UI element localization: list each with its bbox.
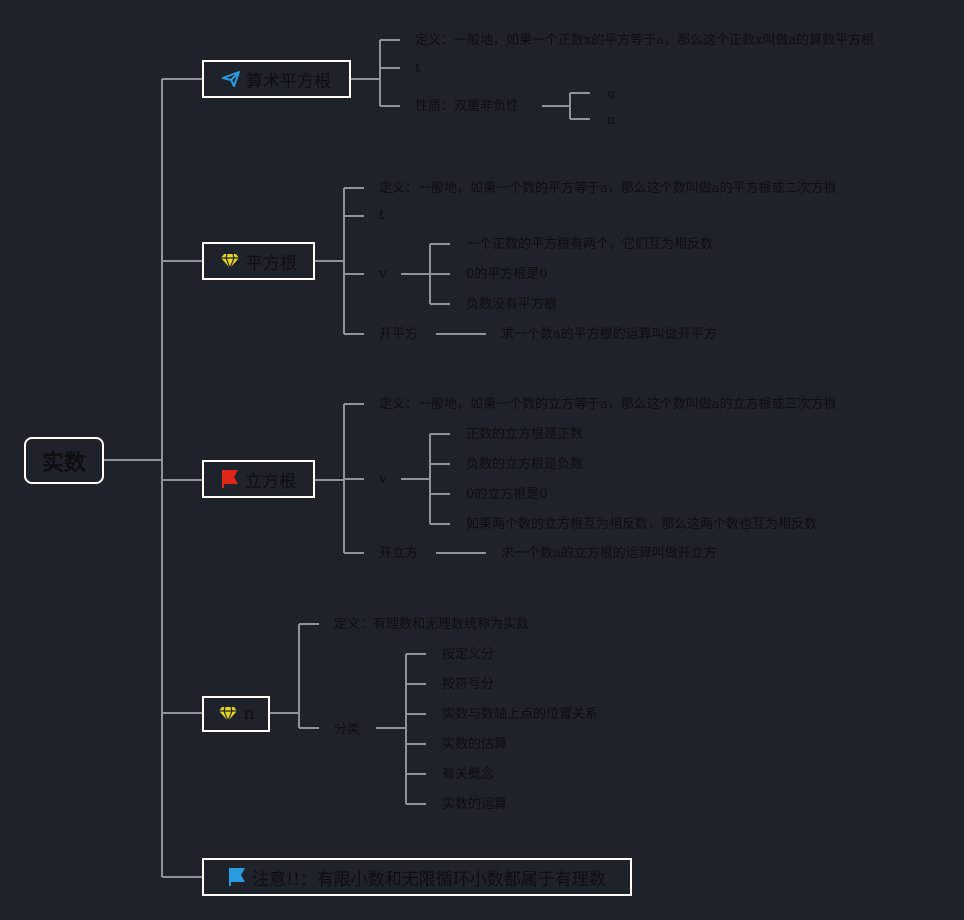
- leaf-text: 开平方: [379, 327, 419, 342]
- root-label: 实数: [41, 450, 86, 476]
- paper-plane-icon: [222, 71, 240, 87]
- leaf-text: 定义：一般地，如果一个数的立方等于a，那么这个数叫做a的立方根或三次方根: [379, 397, 837, 412]
- diamond-icon: [221, 253, 239, 269]
- node-label: 算术平方根: [246, 71, 331, 92]
- node-real-number-n[interactable]: n: [202, 696, 270, 732]
- leaf-text: 定义：有理数和无理数统称为实数: [334, 617, 530, 632]
- leaf-text: u: [607, 113, 616, 128]
- leaf-text: t: [415, 61, 421, 76]
- node-label: 平方根: [246, 253, 297, 274]
- leaf-text: 正数的立方根是正数: [466, 427, 584, 442]
- leaf-text: 实数与数轴上点的位置关系: [442, 707, 599, 722]
- node-square-root[interactable]: 平方根: [202, 242, 315, 280]
- leaf-text: 求一个数a的平方根的运算叫做开平方: [501, 327, 717, 342]
- leaf-text: 负数没有平方根: [466, 297, 558, 312]
- leaf-text: 0的立方根是0: [466, 487, 548, 502]
- node-label: n: [243, 704, 255, 724]
- leaf-text: 求一个数a的立方根的运算叫做开立方: [501, 546, 717, 561]
- node-label: 立方根: [245, 471, 296, 492]
- leaf-text: 定义：一般地，如果一个数的平方等于a，那么这个数叫做a的平方根或二次方根: [379, 181, 837, 196]
- leaf-text: 负数的立方根是负数: [466, 457, 584, 472]
- leaf-text: 性质：双重非负性: [415, 99, 520, 114]
- node-arithmetic-square-root[interactable]: 算术平方根: [202, 60, 351, 98]
- diamond-icon: [218, 706, 237, 722]
- node-note[interactable]: 注意!!：有限小数和无限循环小数都属于有理数: [202, 858, 632, 896]
- leaf-text: 开立方: [379, 546, 419, 561]
- leaf-text: 实数的估算: [442, 737, 508, 752]
- leaf-text: 定义：一般地，如果一个正数x的平方等于a，那么这个正数x叫做a的算数平方根: [415, 33, 875, 48]
- node-label: 注意!!：有限小数和无限循环小数都属于有理数: [252, 869, 606, 890]
- leaf-text: v: [379, 472, 387, 487]
- leaf-text: 有关概念: [442, 767, 495, 782]
- blue-flag-icon: [229, 868, 246, 886]
- leaf-text: 分类: [334, 722, 361, 737]
- leaf-text: t: [379, 208, 385, 223]
- leaf-text: 按定义分: [442, 647, 495, 662]
- leaf-text: 如果两个数的立方根互为相反数，那么这两个数也互为相反数: [466, 517, 818, 532]
- leaf-text: 0的平方根是0: [466, 267, 548, 282]
- node-cube-root[interactable]: 立方根: [202, 460, 315, 498]
- leaf-text: 按符号分: [442, 677, 495, 692]
- red-flag-icon: [222, 470, 238, 488]
- leaf-text: v: [379, 267, 387, 282]
- leaf-text: 实数的运算: [442, 797, 508, 812]
- leaf-text: 一个正数的平方根有两个，它们互为相反数: [466, 237, 714, 252]
- root-node[interactable]: 实数: [24, 437, 104, 484]
- leaf-text: u: [607, 87, 616, 102]
